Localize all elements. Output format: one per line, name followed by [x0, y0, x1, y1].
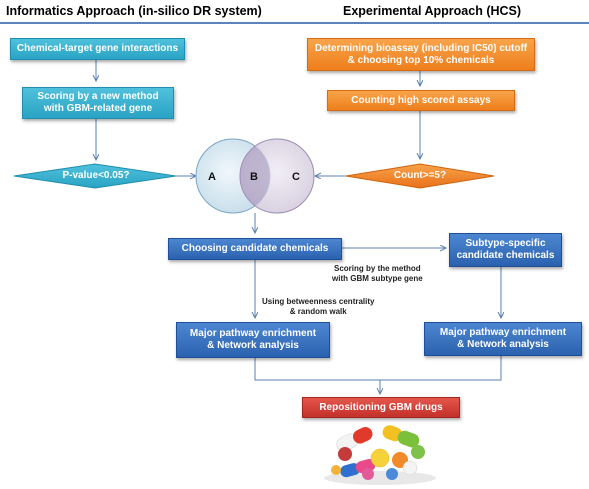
- subtype-specific-candidates-box: Subtype-specific candidate chemicals: [449, 233, 562, 267]
- venn-intersection-b: [240, 146, 270, 206]
- determining-bioassay-box: Determining bioassay (including IC50) cu…: [307, 38, 535, 71]
- pvalue-decision-diamond: [13, 163, 177, 189]
- informatics-approach-header: Informatics Approach (in-silico DR syste…: [6, 4, 262, 18]
- header-divider: [0, 22, 589, 24]
- count-decision-diamond: [345, 163, 495, 189]
- counting-assays-box: Counting high scored assays: [327, 90, 515, 111]
- venn-label-a: A: [208, 171, 216, 183]
- pathway-network-left-box: Major pathway enrichment & Network analy…: [176, 322, 330, 358]
- scoring-subtype-note: Scoring by the method with GBM subtype g…: [332, 264, 423, 283]
- pvalue-decision-label: P-value<0.05?: [62, 170, 130, 181]
- experimental-approach-header: Experimental Approach (HCS): [343, 4, 522, 18]
- chemical-target-interactions-box: Chemical-target gene interactions: [10, 38, 185, 60]
- merge-line: [254, 354, 502, 381]
- venn-label-c: C: [292, 171, 300, 183]
- scoring-new-method-box: Scoring by a new method with GBM-related…: [22, 87, 174, 119]
- pathway-network-right-box: Major pathway enrichment & Network analy…: [424, 322, 582, 356]
- venn-label-b: B: [250, 171, 258, 183]
- centrality-note: Using betweenness centrality & random wa…: [262, 297, 375, 316]
- pills-illustration: [324, 425, 436, 485]
- repositioning-gbm-drugs-box: Repositioning GBM drugs: [302, 397, 460, 418]
- count-decision-label: Count>=5?: [393, 170, 447, 181]
- choosing-candidates-box: Choosing candidate chemicals: [168, 238, 342, 260]
